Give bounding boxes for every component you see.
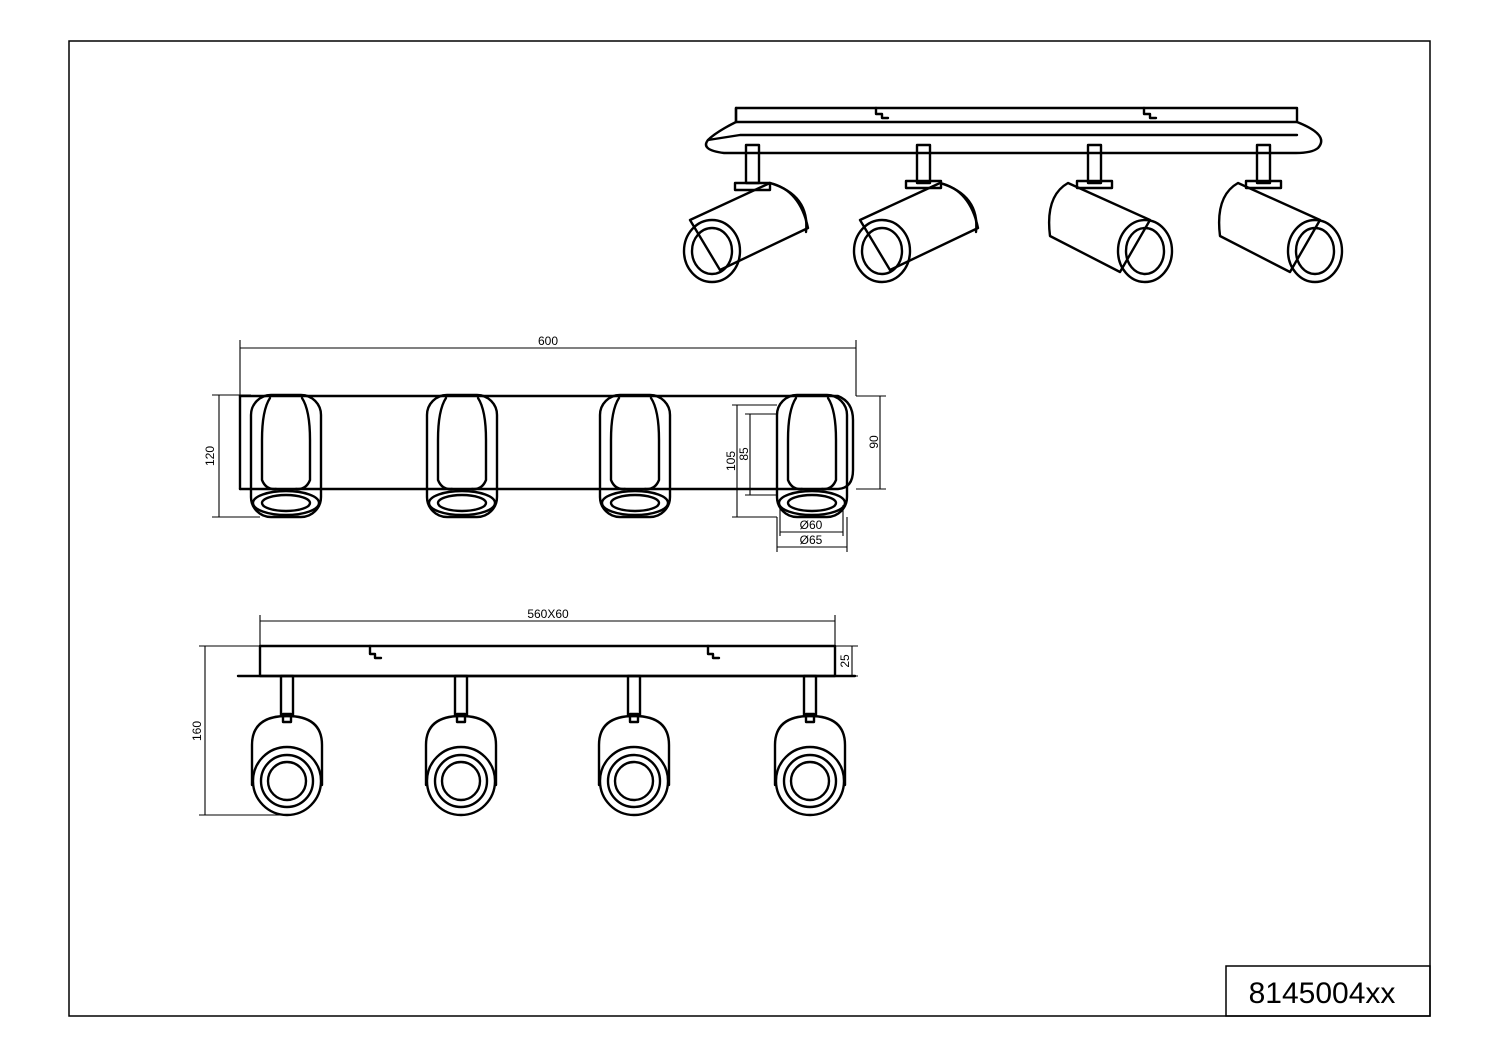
dim-lens-diameter: Ø60	[779, 505, 844, 536]
dim-overall-width: 600	[239, 334, 857, 396]
iso-spot-2	[852, 143, 980, 284]
dim-head-height: 105	[724, 404, 777, 518]
svg-text:105: 105	[724, 451, 738, 471]
top-head-3	[598, 393, 672, 519]
front-spot-3	[597, 674, 671, 817]
top-view: 600 120 90 105 85	[203, 334, 886, 552]
svg-text:Ø60: Ø60	[800, 518, 823, 532]
iso-spot-1	[682, 143, 810, 284]
drawing-frame	[68, 40, 1431, 1017]
svg-text:85: 85	[737, 447, 751, 461]
title-block: 8145004xx	[1225, 965, 1431, 1017]
front-spot-4	[773, 674, 847, 817]
dim-plate-thickness: 25	[835, 645, 858, 677]
dim-head-diameter: Ø65	[776, 517, 848, 552]
top-head-2	[425, 393, 499, 519]
svg-text:120: 120	[203, 446, 217, 466]
iso-spot-4	[1217, 143, 1344, 284]
front-spot-1	[250, 674, 324, 817]
svg-text:600: 600	[538, 334, 558, 348]
isometric-view	[682, 106, 1344, 284]
svg-text:90: 90	[867, 435, 881, 449]
top-head-4	[775, 393, 849, 519]
dim-base-height: 90	[856, 395, 886, 490]
top-head-1	[249, 393, 323, 519]
iso-spot-3	[1047, 143, 1174, 284]
front-spot-2	[424, 674, 498, 817]
front-view: 560X60 25 160	[190, 607, 858, 817]
product-code: 8145004xx	[1249, 977, 1396, 1010]
svg-text:25: 25	[838, 654, 852, 668]
svg-text:Ø65: Ø65	[800, 533, 823, 547]
svg-text:160: 160	[190, 721, 204, 741]
dim-head-inner-height: 85	[737, 413, 777, 496]
dim-plate-size: 560X60	[259, 607, 836, 646]
dim-total-height: 160	[190, 645, 287, 816]
svg-text:560X60: 560X60	[527, 607, 569, 621]
dim-overall-height: 120	[203, 394, 260, 518]
